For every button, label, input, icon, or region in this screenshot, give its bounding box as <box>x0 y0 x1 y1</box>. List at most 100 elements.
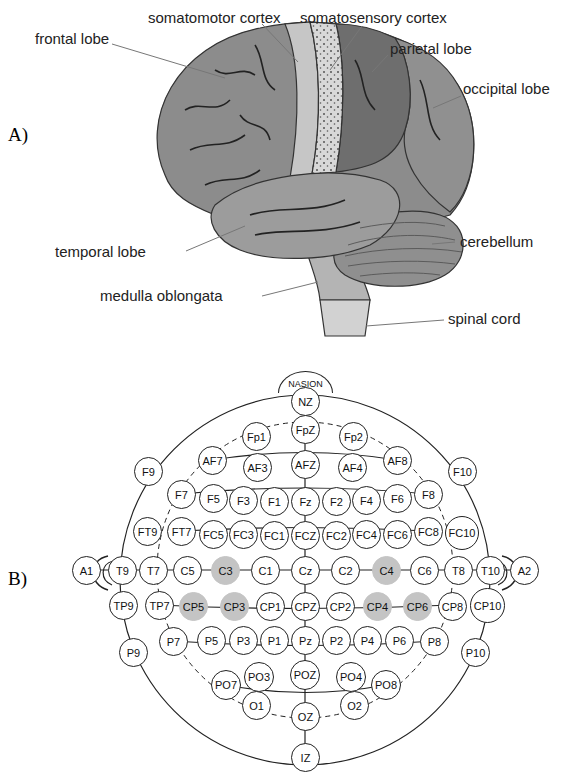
electrode-label: F9 <box>142 466 155 478</box>
electrode-label: P1 <box>268 635 281 647</box>
electrode: CP8 <box>438 592 467 621</box>
electrode-label: CPZ <box>295 601 317 613</box>
electrode: T7 <box>139 556 168 585</box>
electrode: FT9 <box>133 517 162 546</box>
electrode-label: AF8 <box>387 455 407 467</box>
electrode-label: F7 <box>175 489 188 501</box>
electrode: F3 <box>229 486 258 515</box>
electrode: FC8 <box>414 517 443 546</box>
electrode: C3 <box>211 556 240 585</box>
electrode-label: FC8 <box>418 526 439 538</box>
electrode: CP2 <box>326 592 355 621</box>
part-label: somatosensory cortex <box>300 9 447 27</box>
electrode: F10 <box>448 457 477 486</box>
electrode: T9 <box>108 556 137 585</box>
electrode: FpZ <box>291 415 320 444</box>
electrode-label: P5 <box>205 635 218 647</box>
part-label: temporal lobe <box>55 243 146 261</box>
electrode: FC6 <box>383 520 412 549</box>
electrode-label: FT7 <box>172 526 192 538</box>
electrode: P5 <box>197 626 226 655</box>
electrode-label: FC4 <box>356 529 377 541</box>
electrode-label: C5 <box>180 565 194 577</box>
electrode-label: FC3 <box>233 529 254 541</box>
electrode-label: TP7 <box>149 600 169 612</box>
part-label: occipital lobe <box>463 80 550 98</box>
electrode-label: P7 <box>167 636 180 648</box>
electrode: CP10 <box>470 588 505 623</box>
electrode-label: PO7 <box>215 679 237 691</box>
electrode-label: F2 <box>330 496 343 508</box>
electrode-label: T8 <box>452 565 465 577</box>
electrode-label: P9 <box>127 647 140 659</box>
electrode-label: FCZ <box>295 530 316 542</box>
electrode: TP7 <box>145 591 174 620</box>
electrode-label: Pz <box>299 635 312 647</box>
electrode-label: FC2 <box>326 530 347 542</box>
electrode: C5 <box>173 556 202 585</box>
panel-letter: A) <box>8 126 28 144</box>
electrode: AF4 <box>338 453 367 482</box>
electrode-label: CP2 <box>330 601 351 613</box>
electrode-label: P6 <box>393 635 406 647</box>
electrode-label: FC6 <box>387 529 408 541</box>
electrode: FC1 <box>260 521 289 550</box>
electrode-label: F10 <box>453 466 472 478</box>
electrode-label: AF4 <box>342 462 362 474</box>
electrode-label: FpZ <box>296 424 316 436</box>
part-label: frontal lobe <box>35 30 109 48</box>
electrode: AF8 <box>383 446 412 475</box>
electrode: F6 <box>383 484 412 513</box>
part-label: somatomotor cortex <box>148 9 281 27</box>
electrode: A2 <box>510 556 539 585</box>
electrode: T10 <box>476 556 505 585</box>
electrode: A1 <box>72 556 101 585</box>
electrode-label: T10 <box>481 565 500 577</box>
electrode: P8 <box>420 627 449 656</box>
electrode-label: PO4 <box>340 671 362 683</box>
electrode-label: P3 <box>237 635 250 647</box>
electrode: CPZ <box>291 592 320 621</box>
electrode: OZ <box>291 702 320 731</box>
electrode-label: T7 <box>147 565 160 577</box>
electrode: IZ <box>291 743 320 772</box>
electrode-label: FC10 <box>449 527 476 539</box>
electrode-label: F5 <box>207 493 220 505</box>
electrode: AF3 <box>243 453 272 482</box>
electrode: O2 <box>340 691 369 720</box>
electrode: PO4 <box>336 662 366 692</box>
electrode: TP9 <box>109 591 138 620</box>
electrode: AF7 <box>198 446 227 475</box>
electrode-label: TP9 <box>113 600 133 612</box>
electrode-label: AFZ <box>295 459 316 471</box>
electrode: CP5 <box>179 592 208 621</box>
electrode: C1 <box>251 556 280 585</box>
electrode-label: P8 <box>428 636 441 648</box>
electrode-label: O2 <box>347 700 362 712</box>
electrode: Fp1 <box>242 422 271 451</box>
electrode-label: CP4 <box>367 601 388 613</box>
electrode-label: CP6 <box>407 601 428 613</box>
electrode: P9 <box>119 638 148 667</box>
electrode: P6 <box>385 626 414 655</box>
electrode: C4 <box>372 556 401 585</box>
electrode: FC2 <box>322 521 351 550</box>
electrode-label: F1 <box>268 496 281 508</box>
electrode-label: IZ <box>301 752 311 764</box>
electrode-label: Fz <box>299 496 311 508</box>
electrode: F8 <box>414 480 443 509</box>
electrode-label: F3 <box>237 495 250 507</box>
part-label: cerebellum <box>460 233 533 251</box>
electrode-label: T9 <box>116 565 129 577</box>
electrode-label: A1 <box>80 565 93 577</box>
electrode: F1 <box>260 487 289 516</box>
electrode-label: Fp1 <box>247 431 266 443</box>
electrode: P7 <box>159 627 188 656</box>
electrode: Cz <box>291 556 320 585</box>
electrode: NZ <box>291 387 320 416</box>
electrode-label: OZ <box>298 711 313 723</box>
electrode-label: POZ <box>294 669 317 681</box>
electrode: PO3 <box>244 662 274 692</box>
electrode-label: F8 <box>422 489 435 501</box>
electrode-label: NZ <box>298 396 313 408</box>
